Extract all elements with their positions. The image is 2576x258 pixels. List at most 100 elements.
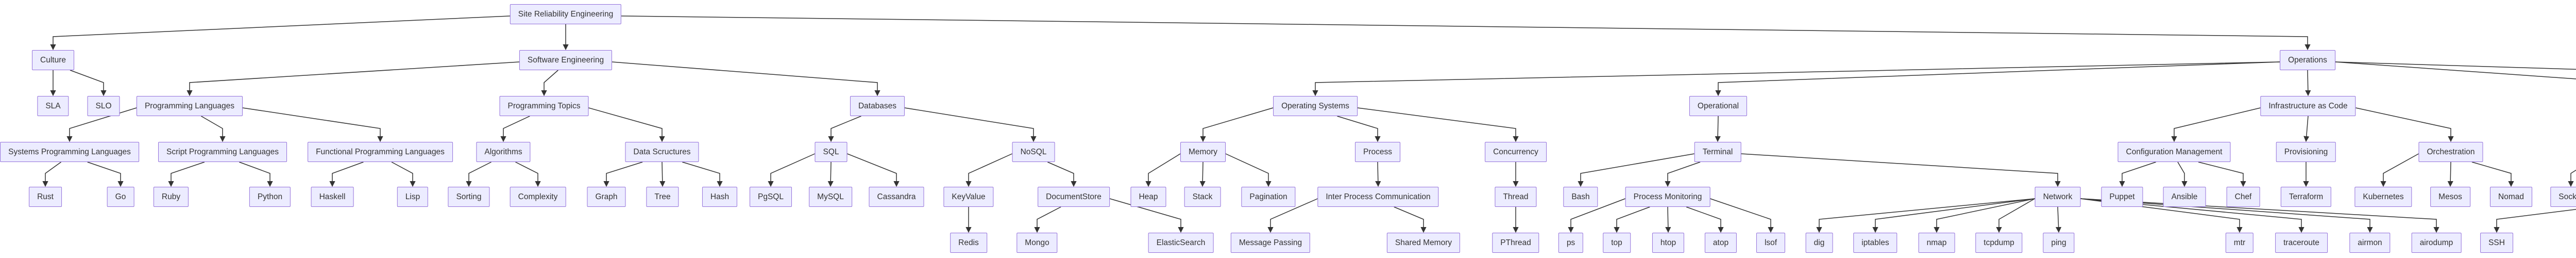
edge-functional-programming-languages-to-haskell [329, 162, 364, 187]
edge-operations-to-operational [1715, 61, 2280, 96]
edge-process-monitoring-to-top [1614, 206, 1650, 233]
edge-terminal-to-network [1741, 153, 2061, 187]
node-heap: Heap [1130, 187, 1166, 207]
node-operating-systems: Operating Systems [1273, 96, 1358, 116]
edge-infrastructure-as-code-to-configuration-management [2171, 107, 2261, 142]
edge-operating-systems-to-concurrency [1357, 107, 1519, 142]
edge-network-to-nmap [1934, 198, 2035, 233]
edge-algorithms-to-sorting [466, 162, 492, 187]
node-software-engineering: Software Engineering [519, 50, 613, 70]
node-airodump: airodump [2411, 233, 2462, 253]
edge-tcp-to-ssh [2494, 209, 2576, 233]
node-operational: Operational [1689, 96, 1748, 116]
edge-sre-to-culture [50, 15, 511, 51]
node-iptables: iptables [1853, 233, 1897, 253]
edge-infrastructure-as-code-to-provisioning [2303, 116, 2310, 142]
node-graph: Graph [587, 187, 626, 207]
edge-operating-systems-to-memory [1200, 107, 1274, 142]
edge-terminal-to-process-monitoring [1665, 162, 1701, 187]
node-data-structures: Data Scructures [625, 142, 699, 162]
node-top: top [1603, 233, 1631, 253]
edge-ipc-to-shared-memory [1394, 206, 1427, 233]
node-programming-topics: Programming Topics [499, 96, 589, 116]
edge-databases-to-sql [828, 116, 861, 142]
node-memory: Memory [1180, 142, 1226, 162]
node-network: Network [2035, 187, 2081, 207]
edge-programming-languages-to-script-programming-languages [201, 116, 226, 142]
edge-infrastructure-as-code-to-orchestration [2355, 107, 2454, 142]
node-sorting: Sorting [448, 187, 490, 207]
edge-sre-to-operations [621, 15, 2311, 51]
node-mesos: Mesos [2430, 187, 2470, 207]
edge-memory-to-heap [1145, 153, 1181, 187]
node-go: Go [107, 187, 134, 207]
edge-network-to-traceroute [2080, 198, 2304, 233]
node-sql: SQL [815, 142, 848, 162]
edge-systems-programming-languages-to-rust [42, 162, 61, 187]
edge-network-to-dig [1816, 198, 2035, 233]
edge-databases-to-nosql [904, 107, 1037, 142]
edge-sql-to-pgsql [768, 153, 815, 187]
node-ruby: Ruby [153, 187, 189, 207]
node-rust: Rust [29, 187, 62, 207]
edge-algorithms-to-complexity [515, 162, 541, 187]
node-programming-languages: Programming Languages [136, 96, 243, 116]
edge-operating-systems-to-process [1337, 116, 1381, 142]
node-ps: ps [1558, 233, 1584, 253]
edge-operations-to-monitoring [2335, 61, 2576, 70]
node-terminal: Terminal [1694, 142, 1741, 162]
edge-configuration-management-to-ansible [2177, 162, 2188, 187]
node-configuration-management: Configuration Management [2117, 142, 2231, 162]
edge-process-monitoring-to-atop [1686, 206, 1724, 233]
edge-script-programming-languages-to-ruby [168, 162, 205, 187]
node-tree: Tree [646, 187, 679, 207]
node-concurrency: Concurrency [1485, 142, 1547, 162]
edge-software-engineering-to-programming-topics [541, 70, 558, 96]
node-tcpdump: tcpdump [1975, 233, 2023, 253]
edge-operations-to-networking [2335, 61, 2576, 79]
edge-data-structures-to-graph [603, 162, 643, 187]
node-sla: SLA [37, 96, 69, 116]
node-keyvalue: KeyValue [943, 187, 994, 207]
edge-script-programming-languages-to-python [239, 162, 273, 187]
edge-culture-to-slo [70, 70, 107, 96]
node-ping: ping [2043, 233, 2075, 253]
node-atop: atop [1704, 233, 1737, 253]
node-culture: Culture [32, 50, 74, 70]
edge-sql-to-cassandra [847, 153, 900, 187]
node-provisioning: Provisioning [2276, 142, 2336, 162]
edge-operations-to-operating-systems [1312, 61, 2280, 96]
edge-data-structures-to-hash [682, 162, 723, 187]
node-ansible: Ansible [2163, 187, 2206, 207]
node-airmon: airmon [2349, 233, 2391, 253]
edge-systems-programming-languages-to-go [87, 162, 124, 187]
node-documentstore: DocumentStore [1038, 187, 1110, 207]
node-lisp: Lisp [397, 187, 429, 207]
node-terraform: Terraform [2280, 187, 2332, 207]
node-databases: Databases [850, 96, 905, 116]
node-ssh: SSH [2480, 233, 2513, 253]
edge-nosql-to-documentstore [1047, 162, 1077, 187]
edge-nosql-to-keyvalue [965, 153, 1012, 187]
node-cassandra: Cassandra [869, 187, 924, 207]
edge-orchestration-to-kubernetes [2380, 153, 2419, 187]
edge-software-engineering-to-programming-languages [187, 61, 520, 96]
node-nosql: NoSQL [1012, 142, 1055, 162]
node-stack: Stack [1184, 187, 1221, 207]
edge-memory-to-stack [1199, 162, 1206, 187]
node-elasticsearch: ElasticSearch [1148, 233, 1214, 253]
edge-data-structures-to-tree [659, 162, 666, 187]
edge-programming-topics-to-algorithms [500, 116, 530, 142]
node-orchestration: Orchestration [2418, 142, 2483, 162]
edge-functional-programming-languages-to-lisp [391, 162, 416, 187]
edge-ipc-to-message-passing [1267, 198, 1318, 233]
node-pgsql: PgSQL [750, 187, 792, 207]
node-script-programming-languages: Script Programming Languages [158, 142, 287, 162]
node-mongo: Mongo [1016, 233, 1058, 253]
edge-protocols-to-socket [2568, 169, 2576, 187]
node-ipc: Inter Process Communication [1317, 187, 1439, 207]
node-slo: SLO [87, 96, 120, 116]
node-bash: Bash [1563, 187, 1598, 207]
